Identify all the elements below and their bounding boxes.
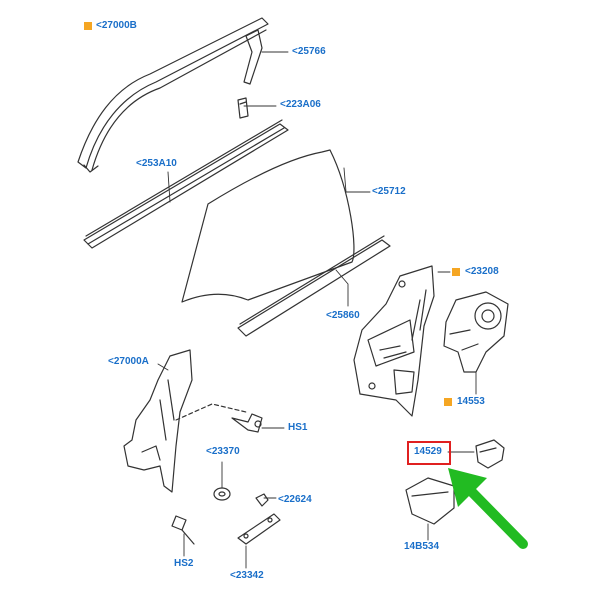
clip [255,493,269,507]
label-14529[interactable]: 14529 [414,446,442,457]
belt-weatherstrip-outer [83,119,289,249]
label-27000B[interactable]: <27000B [96,20,137,31]
window-regulator [353,265,435,417]
label-HS1[interactable]: HS1 [288,422,308,433]
label-23342[interactable]: <23342 [230,570,264,581]
window-motor [443,291,509,373]
door-frame-channel [77,17,269,173]
label-14B534[interactable]: 14B534 [404,541,440,552]
latch-link [237,513,281,545]
bolt-hs1 [231,413,263,433]
label-25860[interactable]: <25860 [326,310,360,321]
label-HS2[interactable]: HS2 [174,558,194,569]
window-switch [475,439,505,469]
green-pointer-arrow [448,468,528,549]
door-glass [181,149,355,303]
screw-hs2 [171,515,195,545]
label-253A10[interactable]: <253A10 [136,158,177,169]
label-23370[interactable]: <23370 [206,446,240,457]
marker-23208 [452,268,460,276]
small-bracket [237,97,249,119]
highlight-box-14529 [407,441,451,465]
door-latch [123,349,247,493]
label-25712[interactable]: <25712 [372,186,406,197]
label-223A06[interactable]: <223A06 [280,99,321,110]
bushing [213,487,231,501]
label-27000A[interactable]: <27000A [108,356,149,367]
marker-27000B [84,22,92,30]
label-22624[interactable]: <22624 [278,494,312,505]
label-14553[interactable]: 14553 [457,396,485,407]
belt-weatherstrip-inner [237,235,391,337]
door-module [405,477,455,525]
label-25766[interactable]: <25766 [292,46,326,57]
marker-14553 [444,398,452,406]
pillar-trim [243,29,263,85]
label-23208[interactable]: <23208 [465,266,499,277]
leader-lines [157,51,477,569]
